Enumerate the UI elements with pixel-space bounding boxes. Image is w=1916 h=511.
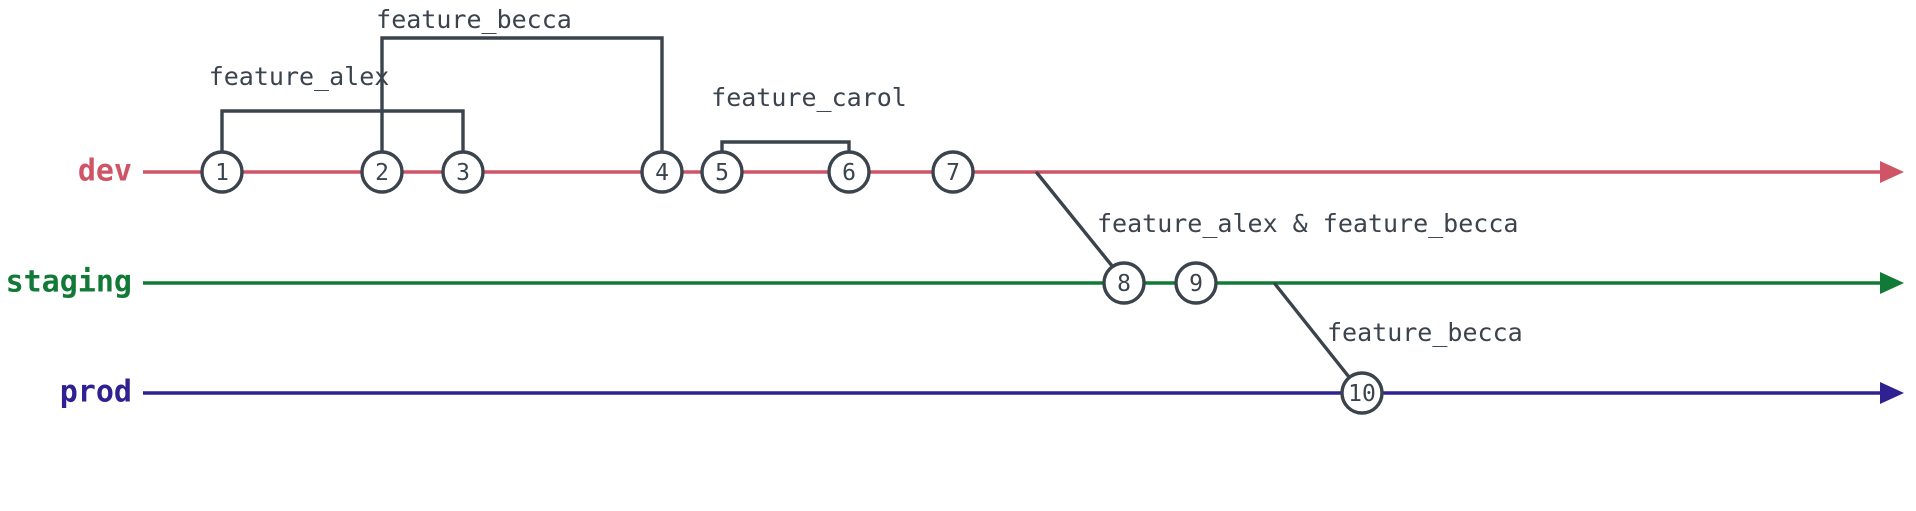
commit-label-5: 5 — [715, 160, 729, 186]
feature-brackets-group: feature_alex feature_becca feature_carol — [205, 5, 910, 158]
branch-lines-group: dev staging prod — [6, 154, 1900, 410]
feature-bracket-feature_carol — [720, 140, 851, 158]
commit-circle-7 — [931, 150, 975, 194]
commit-label-7: 7 — [946, 160, 960, 186]
commit-node-2[interactable]: 2 — [360, 150, 404, 194]
commit-node-3[interactable]: 3 — [441, 150, 485, 194]
feature-label-feature_carol: feature_carol — [711, 83, 907, 112]
feature-label-backdrop-feature_alex — [205, 64, 393, 92]
merge-dev-to-staging-label: feature_alex & feature_becca — [1097, 209, 1518, 238]
commit-circle-4 — [640, 150, 684, 194]
feature-bracket-feature_becca — [380, 36, 664, 158]
merge-staging-to-prod — [1273, 282, 1355, 384]
commit-nodes-group: 1 2 3 4 5 6 7 8 9 10 — [200, 150, 1384, 415]
commit-label-9: 9 — [1189, 271, 1203, 297]
commit-label-2: 2 — [375, 160, 389, 186]
merge-dev-to-staging — [1035, 171, 1119, 274]
commit-circle-5 — [700, 150, 744, 194]
feature-bracket-feature_alex — [220, 109, 465, 158]
branch-label-staging: staging — [6, 265, 132, 300]
commit-label-4: 4 — [655, 160, 669, 186]
commit-node-1[interactable]: 1 — [200, 150, 244, 194]
commit-node-5[interactable]: 5 — [700, 150, 744, 194]
commit-circle-6 — [827, 150, 871, 194]
commit-label-6: 6 — [842, 160, 856, 186]
prod-arrow-icon — [1880, 382, 1904, 404]
commit-label-8: 8 — [1117, 271, 1131, 297]
commit-circle-1 — [200, 150, 244, 194]
commit-node-10[interactable]: 10 — [1340, 371, 1384, 415]
commit-node-4[interactable]: 4 — [640, 150, 684, 194]
staging-arrow-icon — [1880, 272, 1904, 294]
commit-circle-3 — [441, 150, 485, 194]
merge-lines-group: feature_alex & feature_becca feature_becc… — [1035, 171, 1523, 384]
dev-arrow-icon — [1880, 161, 1904, 183]
commit-circle-10 — [1340, 371, 1384, 415]
commit-circle-2 — [360, 150, 404, 194]
commit-label-1: 1 — [215, 160, 229, 186]
commit-label-10: 10 — [1348, 381, 1376, 407]
commit-node-8[interactable]: 8 — [1102, 261, 1146, 305]
feature-label-backdrop-feature_becca — [373, 7, 575, 35]
feature-label-feature_becca: feature_becca — [376, 5, 572, 34]
commit-circle-9 — [1174, 261, 1218, 305]
feature-label-backdrop-feature_carol — [708, 85, 910, 113]
branch-label-prod: prod — [60, 375, 132, 410]
commit-node-9[interactable]: 9 — [1174, 261, 1218, 305]
branch-label-dev: dev — [78, 154, 132, 189]
commit-node-6[interactable]: 6 — [827, 150, 871, 194]
feature-label-feature_alex: feature_alex — [209, 62, 390, 91]
commit-label-3: 3 — [456, 160, 470, 186]
branch-arrowheads-group — [1880, 161, 1904, 404]
commit-node-7[interactable]: 7 — [931, 150, 975, 194]
commit-circle-8 — [1102, 261, 1146, 305]
merge-staging-to-prod-label: feature_becca — [1327, 318, 1523, 347]
